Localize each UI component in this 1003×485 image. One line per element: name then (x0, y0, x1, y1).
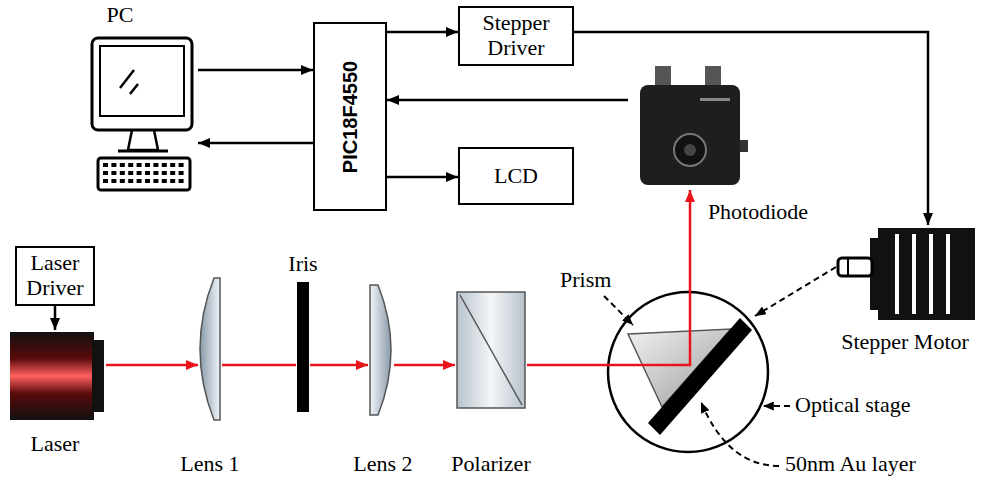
part-label: Stepper Motor (815, 330, 995, 355)
part-label: PC (90, 3, 150, 28)
laser-beam (394, 364, 455, 367)
signal-arrow (387, 31, 458, 34)
leader-line (604, 296, 633, 325)
signal-arrow (54, 306, 57, 330)
box-label: PIC18F4550 (339, 60, 362, 172)
part-label: 50nm Au layer (785, 452, 916, 477)
lens-shape: Lens 1 (198, 276, 222, 422)
laser-source: Laser (8, 330, 106, 422)
gold-layer (648, 318, 752, 435)
polarizer-block: Polarizer (455, 290, 527, 410)
lens-shape-art (368, 283, 394, 417)
photodiode-icon-art (628, 62, 750, 190)
driver-box: Laser Driver (15, 246, 95, 306)
signal-arrow (387, 176, 458, 179)
part-label: Lens 2 (343, 452, 423, 477)
leader-line (763, 405, 790, 407)
part-label: Optical stage (795, 393, 910, 418)
laser-beam (222, 364, 296, 367)
driver-box: Stepper Driver (458, 6, 574, 66)
signal-arrow (198, 69, 313, 72)
signal-arrow (387, 99, 628, 102)
computer-icon: PC (88, 35, 198, 195)
leader-line (701, 402, 779, 466)
iris-aperture-art (296, 282, 310, 412)
box-label: Laser Driver (17, 251, 93, 300)
display-box: LCD (458, 147, 574, 205)
photodiode-icon: Photodiode (628, 62, 750, 190)
signal-arrow (574, 32, 928, 225)
part-label: Laser (8, 432, 102, 457)
iris-aperture: Iris (296, 282, 310, 412)
part-label: Iris (270, 252, 336, 277)
part-label: Lens 1 (170, 452, 250, 477)
microcontroller-box: PIC18F4550 (313, 22, 387, 211)
laser-beam (310, 364, 368, 367)
box-label: LCD (460, 164, 572, 189)
part-label: Polarizer (441, 452, 541, 477)
drive-link (755, 267, 836, 316)
part-label: Photodiode (698, 200, 818, 225)
polarizer-block-art (455, 290, 527, 410)
signal-arrow (198, 142, 313, 145)
laser-beam (106, 364, 198, 367)
lens-shape-art (198, 276, 222, 422)
lens-shape: Lens 2 (368, 283, 394, 417)
box-label: Stepper Driver (460, 11, 572, 60)
stepper-motor-icon: Stepper Motor (833, 225, 978, 322)
stepper-motor-icon-art (833, 225, 978, 322)
optical-stage-circle (608, 292, 768, 452)
laser-beam (527, 190, 690, 365)
laser-source-art (8, 330, 106, 422)
computer-icon-art (88, 35, 198, 195)
part-label: Prism (560, 268, 611, 293)
